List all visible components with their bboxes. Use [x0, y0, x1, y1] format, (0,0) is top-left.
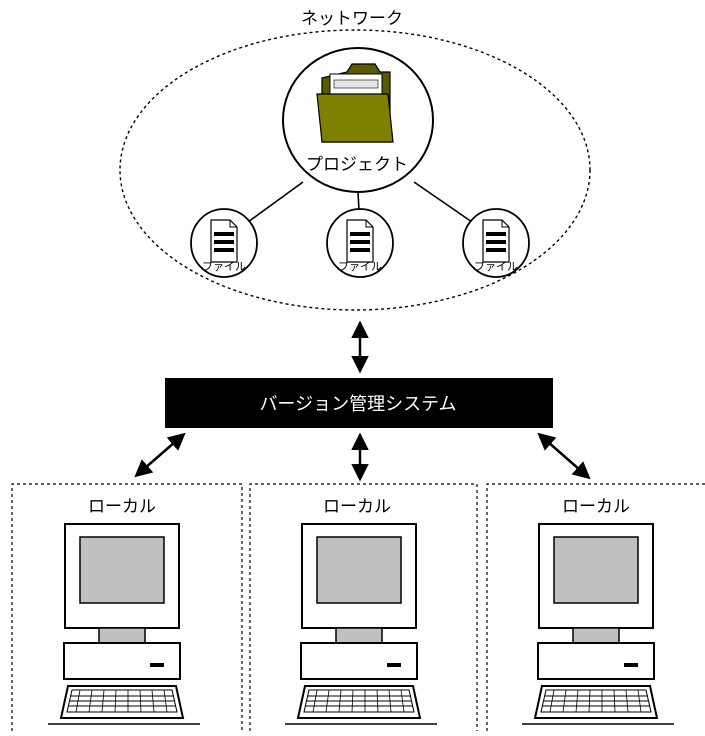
local-boundary — [486, 483, 705, 731]
file-node: ファイル — [462, 208, 530, 278]
computer-icon — [285, 523, 437, 725]
file-label: ファイル — [338, 260, 382, 273]
local-machine: ローカル — [285, 497, 437, 725]
vcs-box: バージョン管理システム — [165, 378, 553, 428]
connector-file-3 — [413, 181, 473, 223]
network-label: ネットワーク — [301, 9, 403, 29]
file-label: ファイル — [474, 260, 518, 273]
local-boundary — [11, 483, 243, 731]
file-node: ファイル — [190, 208, 258, 278]
local-label: ローカル — [323, 497, 391, 517]
document-icon — [482, 219, 510, 263]
local-machine: ローカル — [48, 497, 200, 725]
vcs-label: バージョン管理システム — [259, 394, 456, 415]
project-label: プロジェクト — [306, 155, 408, 175]
local-machine: ローカル — [522, 497, 674, 725]
computer-icon — [48, 523, 200, 725]
local-label: ローカル — [562, 497, 630, 517]
document-icon — [210, 219, 238, 263]
local-boundary — [249, 483, 478, 731]
connector-file-2 — [357, 191, 360, 211]
connector-file-1 — [247, 181, 304, 223]
file-label: ファイル — [202, 260, 246, 273]
network-boundary — [119, 29, 591, 311]
local-label: ローカル — [88, 497, 156, 517]
file-node: ファイル — [326, 208, 394, 278]
document-icon — [346, 219, 374, 263]
arrow-vcs-local-1 — [134, 432, 186, 478]
computer-icon — [522, 523, 674, 725]
project-node: プロジェクト — [282, 47, 434, 193]
arrow-vcs-local-3 — [537, 432, 591, 480]
folder-icon — [316, 63, 394, 143]
